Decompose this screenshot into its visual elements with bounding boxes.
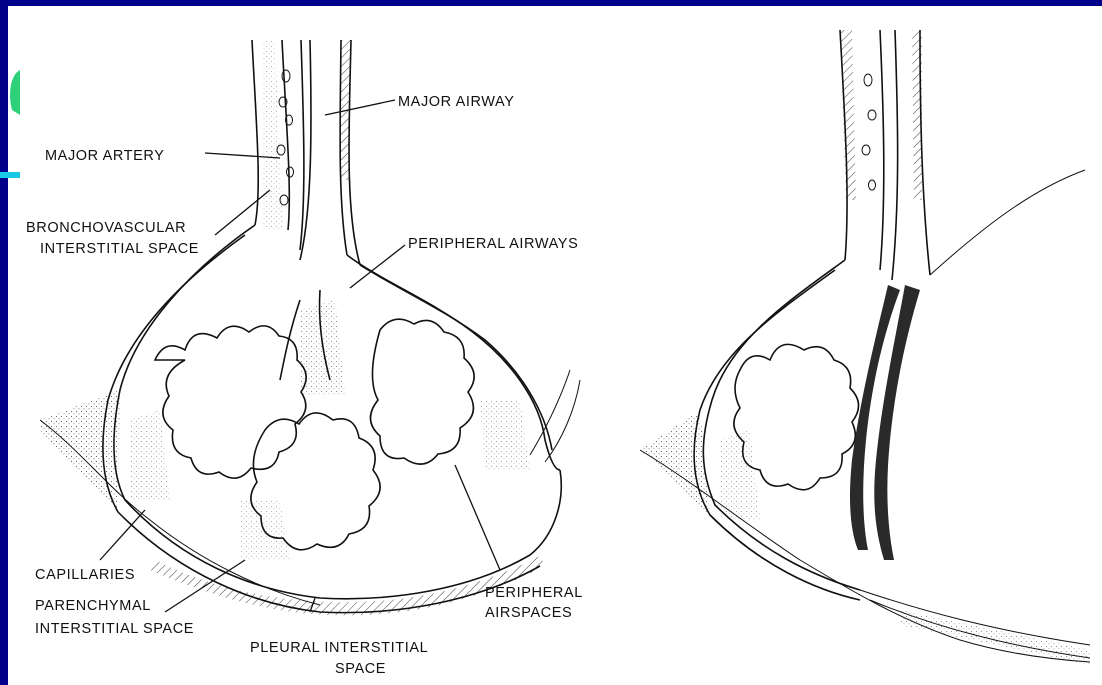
thickened-septum (850, 285, 920, 560)
label-peripheral-airways: PERIPHERAL AIRWAYS (408, 236, 578, 252)
label-bronchovascular-line1: BRONCHOVASCULAR (26, 220, 186, 236)
label-peripheral-airspaces-line2: AIRSPACES (485, 605, 572, 621)
leader-bronchovascular (215, 190, 270, 235)
right-alveoli (720, 344, 859, 520)
label-major-artery: MAJOR ARTERY (45, 148, 164, 164)
slide-accent-cyan-bar (0, 172, 20, 178)
right-major-artery-shape (840, 30, 884, 270)
lung-interstitium-diagram: MAJOR AIRWAY MAJOR ARTERY BRONCHOVASCULA… (8, 6, 1102, 685)
leader-peripheral-airways (350, 245, 405, 288)
left-diagram: MAJOR AIRWAY MAJOR ARTERY BRONCHOVASCULA… (26, 40, 583, 677)
diagram-panel: MAJOR AIRWAY MAJOR ARTERY BRONCHOVASCULA… (8, 6, 1102, 685)
major-airway-shape (300, 40, 360, 265)
label-parenchymal-line2: INTERSTITIAL SPACE (35, 621, 194, 637)
label-pleural-line2: SPACE (335, 661, 386, 677)
leader-major-airway (325, 100, 395, 115)
label-pleural-line1: PLEURAL INTERSTITIAL (250, 640, 428, 656)
slide-decoration (0, 0, 20, 200)
major-artery-shape (252, 40, 294, 230)
label-major-airway: MAJOR AIRWAY (398, 94, 515, 110)
slide-accent-green-shape (10, 70, 20, 115)
right-diagram (640, 30, 1090, 665)
leader-peripheral-airspaces (455, 465, 500, 570)
leader-parenchymal (165, 560, 245, 612)
label-bronchovascular-line2: INTERSTITIAL SPACE (40, 241, 199, 257)
label-capillaries: CAPILLARIES (35, 567, 135, 583)
label-peripheral-airspaces-line1: PERIPHERAL (485, 585, 583, 601)
right-major-airway-shape (892, 30, 930, 280)
label-parenchymal-line1: PARENCHYMAL (35, 598, 151, 614)
